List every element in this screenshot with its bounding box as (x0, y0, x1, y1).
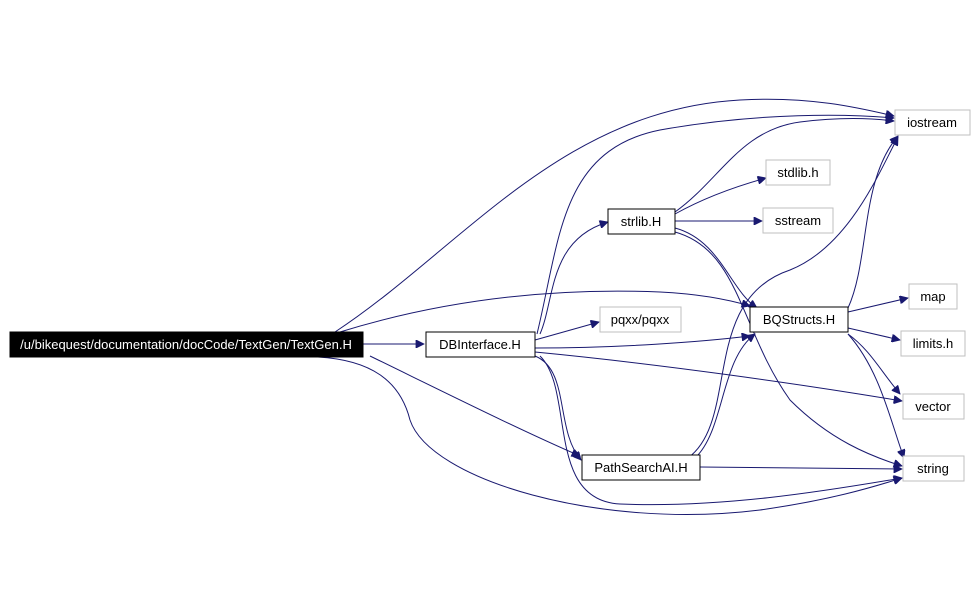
node-iostream: iostream (894, 109, 971, 136)
node-sstream-label: sstream (775, 213, 821, 228)
node-map-label: map (920, 289, 945, 304)
edge-dbinterface-pathsearch (534, 355, 581, 460)
edge-strlib-bqstructs (674, 227, 757, 308)
edge-textgen-iostream-upper (334, 98, 894, 333)
edge-dbinterface-pqxx (534, 322, 599, 341)
node-textgen-label: /u/bikequest/documentation/docCode/TextG… (20, 337, 352, 352)
edge-bqstructs-limits (847, 327, 900, 340)
edge-bqstructs-vector (847, 333, 900, 394)
node-stdlib-label: stdlib.h (777, 165, 818, 180)
node-pqxx-label: pqxx/pqxx (611, 312, 670, 327)
node-vector-label: vector (915, 399, 951, 414)
node-dbinterface-label: DBInterface.H (439, 337, 521, 352)
node-iostream-label: iostream (907, 115, 957, 130)
node-string: string (902, 455, 965, 482)
edge-bqstructs-iostream (847, 136, 898, 309)
edge-pathsearch-string (699, 467, 902, 469)
edge-pathsearch-iostream (687, 137, 899, 459)
node-map: map (908, 283, 958, 310)
edge-textgen-pathsearch (369, 355, 580, 456)
node-limits: limits.h (900, 330, 966, 357)
node-dbinterface[interactable]: DBInterface.H (425, 331, 536, 358)
edges (317, 98, 908, 515)
node-strlib[interactable]: strlib.H (607, 208, 676, 235)
node-sstream: sstream (762, 207, 834, 234)
node-limits-label: limits.h (913, 336, 953, 351)
edge-bqstructs-map (847, 298, 908, 313)
node-bqstructs-label: BQStructs.H (763, 312, 835, 327)
node-strlib-label: strlib.H (621, 214, 661, 229)
node-bqstructs[interactable]: BQStructs.H (749, 306, 849, 333)
edge-strlib-iostream (674, 119, 894, 213)
edge-pathsearch-bqstructs (694, 334, 755, 459)
node-vector: vector (902, 393, 965, 420)
edge-strlib-string (674, 231, 902, 466)
node-textgen[interactable]: /u/bikequest/documentation/docCode/TextG… (9, 331, 364, 358)
node-pqxx: pqxx/pqxx (599, 306, 682, 333)
edge-textgen-string (317, 356, 902, 515)
node-pathsearch-label: PathSearchAI.H (594, 460, 687, 475)
node-string-label: string (917, 461, 949, 476)
edge-textgen-bqstructs (339, 290, 750, 333)
edge-bqstructs-string (847, 333, 904, 458)
edge-dbinterface-vector (534, 351, 902, 401)
edge-dbinterface-bqstructs (534, 336, 750, 349)
node-stdlib: stdlib.h (765, 159, 831, 186)
node-pathsearch[interactable]: PathSearchAI.H (581, 454, 701, 481)
edge-dbinterface-string (539, 355, 902, 506)
edge-dbinterface-iostream (536, 115, 894, 335)
edge-strlib-stdlib (674, 178, 766, 215)
edge-dbinterface-strlib (539, 222, 608, 335)
